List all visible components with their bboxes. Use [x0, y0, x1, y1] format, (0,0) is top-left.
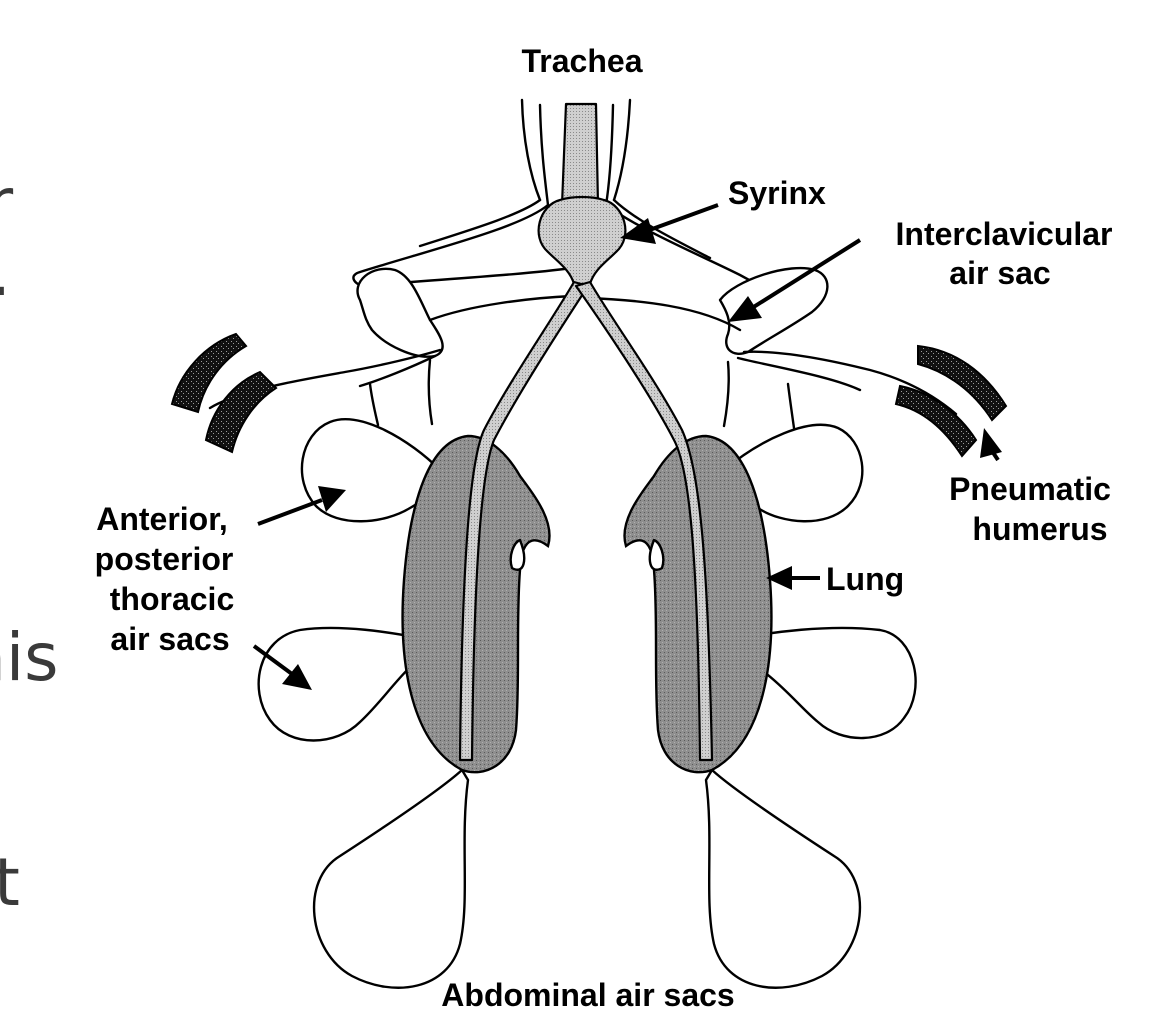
- label-interclavicular-line2: air sac: [949, 255, 1050, 291]
- background-text-fragment: his: [0, 619, 59, 696]
- background-text-fragment: t: [0, 844, 20, 921]
- label-thoracic-line4: air sacs: [110, 621, 229, 657]
- abdominal-air-sacs: [314, 770, 860, 988]
- background-text-fragment: r: [0, 164, 14, 241]
- label-lung: Lung: [826, 561, 904, 597]
- lungs: [403, 436, 772, 772]
- humerus-bones: [172, 334, 1006, 456]
- label-interclavicular-line1: Interclavicular: [896, 216, 1113, 252]
- label-thoracic-line1: Anterior,: [96, 501, 228, 537]
- label-pneumatic-line1: Pneumatic: [949, 471, 1111, 507]
- label-thoracic-line3: thoracic: [110, 581, 234, 617]
- trachea-tube: [562, 104, 598, 205]
- label-abdominal-air-sacs: Abdominal air sacs: [441, 977, 734, 1013]
- label-trachea: Trachea: [522, 43, 643, 79]
- label-thoracic-line2: posterior: [95, 541, 234, 577]
- label-pneumatic-line2: humerus: [972, 511, 1107, 547]
- background-text-fragment: .: [0, 234, 11, 311]
- label-syrinx: Syrinx: [728, 175, 826, 211]
- body-outline: [370, 360, 794, 428]
- diagram-labels: Trachea Syrinx Interclavicular air sac P…: [95, 43, 1113, 1013]
